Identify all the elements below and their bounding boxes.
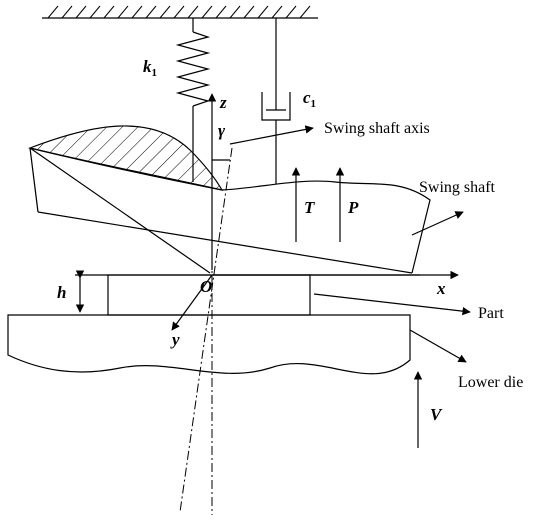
label-k1: k1 (143, 57, 157, 79)
swing-shaft (29, 147, 431, 274)
label-y: y (170, 330, 180, 349)
label-o: O (200, 277, 212, 296)
label-swing-shaft-axis: Swing shaft axis (324, 120, 430, 137)
swing-shaft-leader (411, 211, 464, 236)
lower-die-leader (409, 329, 467, 363)
swing-shaft-axis-leader (229, 125, 314, 145)
label-h: h (57, 283, 66, 302)
swing-shaft-axis-line (179, 147, 233, 513)
label-t: T (304, 198, 315, 217)
label-p: P (347, 198, 359, 217)
y-axis-arrow (171, 274, 213, 331)
part-leader (313, 293, 471, 316)
hatched-region (27, 125, 224, 191)
label-z: z (219, 93, 227, 112)
label-lower-die: Lower die (458, 374, 523, 391)
label-swing-shaft: Swing shaft (419, 179, 496, 196)
part (75, 274, 420, 316)
label-part: Part (478, 305, 504, 322)
label-x: x (436, 279, 446, 298)
lower-die (7, 314, 411, 375)
label-v: V (430, 405, 443, 424)
label-c1: c1 (303, 88, 316, 110)
fixed-ceiling (42, 5, 318, 19)
damper-c1 (261, 18, 291, 184)
label-gamma: γ (218, 121, 226, 140)
